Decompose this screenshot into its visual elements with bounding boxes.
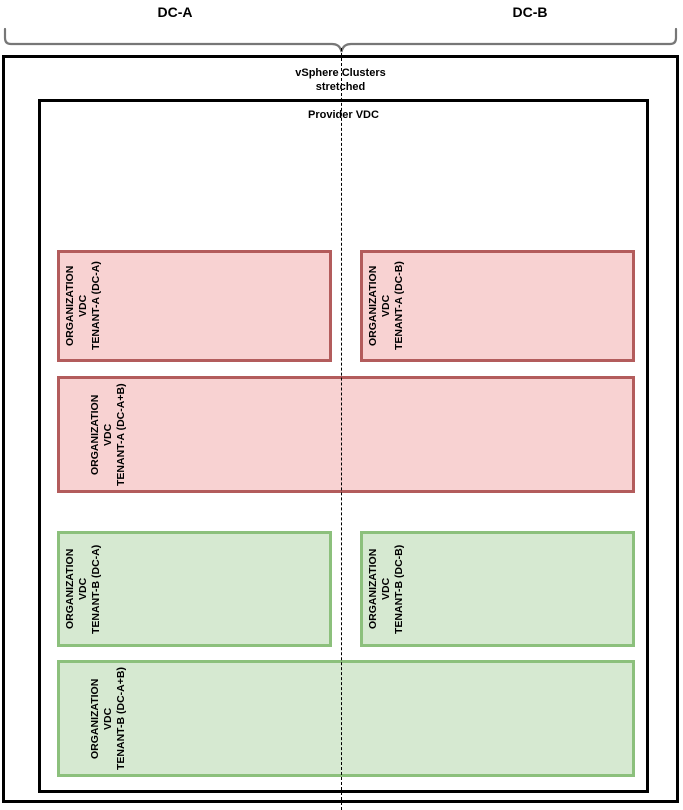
org-vdc-tenant-b-dc-a[interactable]: ORGANIZATION VDC TENANT-B (DC-A) (57, 531, 332, 647)
org-vdc-tenant-b-dc-a-label: ORGANIZATION VDC TENANT-B (DC-A) (64, 544, 102, 634)
org-vdc-tenant-b-dc-b-label: ORGANIZATION VDC TENANT-B (DC-B) (367, 544, 405, 634)
org-vdc-tenant-b-dc-a-b[interactable]: ORGANIZATION VDC TENANT-B (DC-A+B) (57, 660, 635, 777)
org-vdc-tenant-a-dc-a-b-label: ORGANIZATION VDC TENANT-A (DC-A+B) (89, 383, 127, 486)
org-vdc-tenant-b-dc-b[interactable]: ORGANIZATION VDC TENANT-B (DC-B) (360, 531, 635, 647)
org-vdc-tenant-a-dc-a-b[interactable]: ORGANIZATION VDC TENANT-A (DC-A+B) (57, 376, 635, 493)
datacenter-b-label: DC-B (512, 4, 548, 20)
vsphere-clusters-box: vSphere Clusters stretched Provider VDC … (2, 55, 679, 803)
provider-vdc-box: Provider VDC ORGANIZATION VDC TENANT-A (… (38, 99, 649, 793)
vsphere-clusters-title: vSphere Clusters stretched (295, 67, 386, 93)
provider-vdc-title: Provider VDC (308, 109, 379, 121)
org-vdc-tenant-a-dc-a-label: ORGANIZATION VDC TENANT-A (DC-A) (64, 261, 102, 351)
datacenter-divider-line (341, 48, 342, 810)
org-vdc-tenant-a-dc-a[interactable]: ORGANIZATION VDC TENANT-A (DC-A) (57, 250, 332, 362)
datacenter-a-label: DC-A (157, 4, 193, 20)
org-vdc-tenant-a-dc-b[interactable]: ORGANIZATION VDC TENANT-A (DC-B) (360, 250, 635, 362)
org-vdc-tenant-b-dc-a-b-label: ORGANIZATION VDC TENANT-B (DC-A+B) (89, 667, 127, 770)
org-vdc-tenant-a-dc-b-label: ORGANIZATION VDC TENANT-A (DC-B) (367, 261, 405, 351)
